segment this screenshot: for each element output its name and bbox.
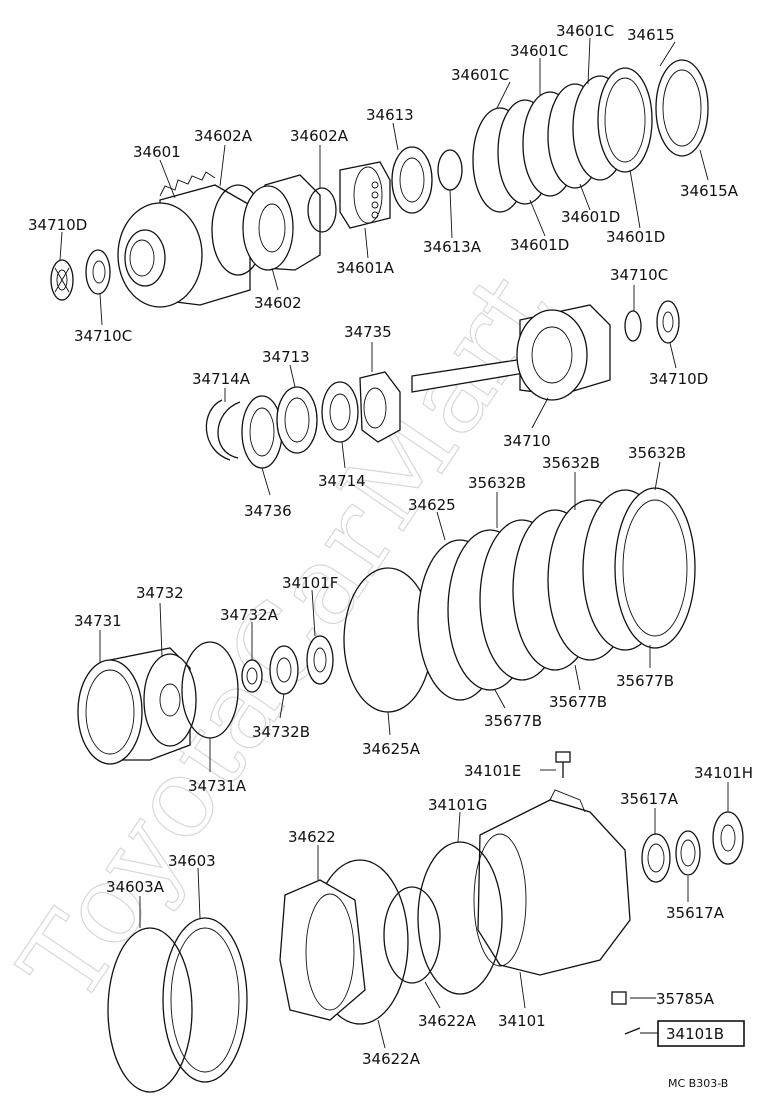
part-34101H-washer (712, 811, 744, 865)
label-35677B-3: 35677B (616, 672, 674, 690)
label-34710D-right: 34710D (649, 370, 708, 388)
part-34622-one-way-clutch (279, 879, 366, 1021)
part-34101-case (473, 789, 631, 976)
label-34101B-box (657, 1020, 745, 1047)
label-34602A-mid: 34602A (290, 127, 349, 145)
label-34710C-left: 34710C (74, 327, 132, 345)
label-34601: 34601 (133, 143, 181, 161)
part-34603-ring (162, 917, 248, 1083)
part-34622A-snap-ring-1 (383, 886, 441, 984)
part-34602-piston (242, 174, 321, 271)
part-34714-bearing (321, 381, 359, 443)
label-34603A: 34603A (106, 878, 165, 896)
label-34710C-right: 34710C (610, 266, 668, 284)
clutch-plate-pack-top (472, 67, 653, 213)
label-34101E: 34101E (464, 762, 521, 780)
label-34731: 34731 (74, 612, 122, 630)
label-34603: 34603 (168, 852, 216, 870)
part-35617A-seal-top (641, 833, 671, 883)
label-34101F: 34101F (282, 574, 338, 592)
label-35677B-2: 35677B (549, 693, 607, 711)
label-34601C-1: 34601C (451, 66, 509, 84)
part-34602A-snap-ring-mid (307, 187, 337, 233)
label-34736: 34736 (244, 502, 292, 520)
part-34714A-snap-ring (205, 399, 241, 461)
part-34603A-snap-ring (107, 927, 193, 1093)
label-35785A: 35785A (656, 990, 715, 1008)
label-34613: 34613 (366, 106, 414, 124)
part-34601-clutch-drum (117, 171, 251, 308)
label-35617A-bot: 35617A (666, 904, 725, 922)
label-34101: 34101 (498, 1012, 546, 1030)
label-34101G: 34101G (428, 796, 487, 814)
label-34622: 34622 (288, 828, 336, 846)
part-34710-input-shaft (411, 304, 611, 401)
part-35785A-plug (611, 991, 627, 1005)
part-34601A-roller-cage (339, 161, 391, 229)
label-34732: 34732 (136, 584, 184, 602)
label-34710: 34710 (503, 432, 551, 450)
part-34101B-pin (624, 1027, 641, 1035)
clutch-plate-pack-mid (417, 487, 696, 701)
label-34732B: 34732B (252, 723, 310, 741)
label-34732A: 34732A (220, 606, 279, 624)
label-34735: 34735 (344, 323, 392, 341)
label-34601D-1: 34601D (510, 236, 569, 254)
label-34625A: 34625A (362, 740, 421, 758)
part-34101G-ring (417, 841, 503, 995)
part-34101E-bolt (555, 751, 571, 778)
label-34101H: 34101H (694, 764, 753, 782)
label-34710D-left: 34710D (28, 216, 87, 234)
label-35617A-top: 35617A (620, 790, 679, 808)
part-34613-hub (391, 146, 433, 214)
label-34622A-2: 34622A (362, 1050, 421, 1068)
label-34601C-2: 34601C (510, 42, 568, 60)
part-34736-plate (241, 395, 283, 469)
leader-lines (59, 37, 729, 1049)
part-34732-gear (143, 653, 197, 747)
label-34101B: 34101B (666, 1025, 724, 1043)
part-34710D-right-bearing (656, 300, 680, 344)
label-34602A-top: 34602A (194, 127, 253, 145)
label-35677B-1: 35677B (484, 712, 542, 730)
part-34710C-left-washer (85, 249, 111, 295)
label-34613A: 34613A (423, 238, 482, 256)
part-34732B-bearing (269, 645, 299, 695)
reference-code: MC B303-B (668, 1077, 728, 1090)
label-34601C-3: 34601C (556, 22, 614, 40)
part-34101F-washer (306, 635, 334, 685)
label-34615: 34615 (627, 26, 675, 44)
label-35632B-2: 35632B (542, 454, 600, 472)
part-34615-retainer (655, 59, 709, 157)
label-35632B-3: 35632B (628, 444, 686, 462)
label-34625: 34625 (408, 496, 456, 514)
label-34601D-2: 34601D (561, 208, 620, 226)
label-34615A: 34615A (680, 182, 739, 200)
part-34735-plate (359, 371, 401, 443)
part-34710C-right-washer (624, 310, 642, 342)
label-34622A-1: 34622A (418, 1012, 477, 1030)
label-34714A: 34714A (192, 370, 251, 388)
label-34601D-3: 34601D (606, 228, 665, 246)
part-34713-gear (276, 386, 318, 454)
part-34710D-left-bearing (50, 259, 74, 301)
label-34731A: 34731A (188, 777, 247, 795)
label-34602: 34602 (254, 294, 302, 312)
label-35632B-1: 35632B (468, 474, 526, 492)
part-labels: 34601 34602A 34602A 34613 34601C 34601C … (28, 22, 753, 1090)
part-34613A-snap-ring (437, 149, 463, 191)
label-34714: 34714 (318, 472, 366, 490)
label-34601A: 34601A (336, 259, 395, 277)
label-34713: 34713 (262, 348, 310, 366)
part-35617A-seal-bot (675, 830, 701, 876)
part-34732A-washer (241, 659, 263, 693)
